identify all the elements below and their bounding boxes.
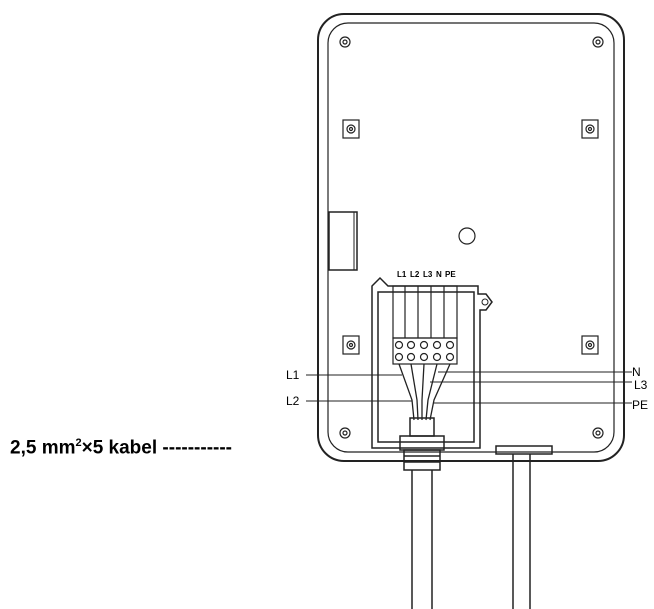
mounting-brackets bbox=[342, 119, 599, 355]
terminal-compartment bbox=[371, 276, 493, 449]
terminal-labels: L1 L2 L3 N PE bbox=[397, 270, 456, 279]
enclosure-outer bbox=[317, 13, 625, 462]
cable-spec-suffix: ×5 kabel ----------- bbox=[81, 437, 233, 459]
corner-screws bbox=[339, 36, 604, 439]
side-tab bbox=[328, 211, 358, 271]
terminal-label-l1: L1 bbox=[397, 270, 407, 279]
terminal-label-n: N bbox=[436, 270, 442, 279]
main-cable bbox=[411, 470, 433, 609]
cable-spec-label: 2,5 mm2×5 kabel ----------- bbox=[10, 437, 232, 459]
leader-lines bbox=[306, 371, 632, 404]
wire-label-n: N bbox=[632, 365, 641, 379]
wire-label-pe: PE bbox=[632, 398, 648, 412]
terminal-label-pe: PE bbox=[445, 270, 456, 279]
terminal-block bbox=[392, 285, 458, 365]
cable-spec-prefix: 2,5 mm bbox=[10, 437, 76, 459]
wire-label-l1: L1 bbox=[286, 368, 300, 382]
center-hole bbox=[458, 227, 476, 245]
cable-spec-superscript: 2 bbox=[75, 437, 82, 449]
secondary-cable bbox=[495, 445, 553, 609]
wire-label-l2: L2 bbox=[286, 394, 300, 408]
wires bbox=[398, 363, 451, 421]
cable-gland bbox=[399, 417, 445, 471]
enclosure-inner bbox=[327, 22, 615, 453]
terminal-label-l3: L3 bbox=[423, 270, 433, 279]
wire-label-l3: L3 bbox=[634, 378, 648, 392]
terminal-label-l2: L2 bbox=[410, 270, 420, 279]
